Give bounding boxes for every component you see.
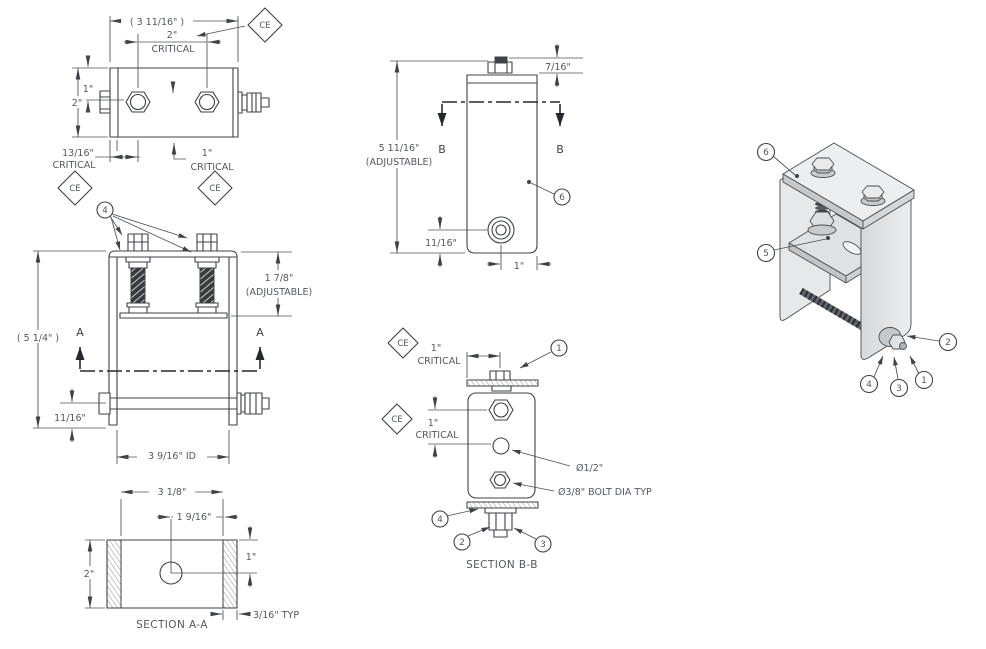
balloon-6-side: 6 [553, 188, 571, 206]
iso-rod-icon [799, 287, 868, 333]
dim-edge-to-bolt: 13/16" [62, 148, 94, 159]
ce-label: CE [209, 184, 220, 194]
dim-aa-top-to-hole: 1" [246, 552, 256, 563]
section-arrow-b-left: B [438, 143, 446, 156]
ce-flag-top: CE [247, 7, 283, 43]
front-view: 4 A A 1 7/8" (ADJUSTABLE) ( 5 1/4" ) 11/… [14, 201, 312, 464]
section-aa-view: 3 1/8" 1 9/16" 1" 2" 3/16" TYP SECTION A… [82, 485, 299, 631]
balloon-4-bb: 4 [431, 510, 449, 528]
dim-bb-edge-to-stud: 1" [431, 343, 441, 354]
ce-label: CE [391, 415, 402, 425]
bb-lower-hex-icon [489, 471, 511, 489]
svg-text:3: 3 [896, 384, 902, 394]
bolt-head-side-icon [99, 90, 111, 114]
svg-text:1: 1 [556, 344, 562, 354]
svg-text:6: 6 [559, 193, 565, 203]
isometric-view: 6 5 2 1 3 4 [756, 142, 958, 398]
stud-right-icon [194, 233, 220, 314]
ce-label: CE [69, 184, 80, 194]
dim-bb-nut-to-hole: 1" [428, 418, 438, 429]
dim-side-overall-note: (ADJUSTABLE) [366, 157, 432, 168]
bb-hex-nut-icon [488, 399, 514, 421]
bolt-stack-right-icon [237, 91, 270, 114]
dim-inner-width: 3 9/16" ID [148, 451, 196, 462]
dim-bolt-dia: Ø3/8" BOLT DIA TYP [558, 487, 652, 498]
balloon-3-bb: 3 [534, 535, 552, 553]
ce-flag-bottom-left: CE [57, 170, 93, 206]
dim-hole-to-bottom: 11/16" [425, 238, 457, 249]
section-bb-view: 1" CRITICAL CE 1 1" CRITICAL CE Ø1/2" Ø3… [381, 327, 652, 571]
dim-center-to-bolt-critical: CRITICAL [190, 162, 234, 173]
ce-label: CE [397, 339, 408, 349]
svg-text:2: 2 [459, 538, 465, 548]
dim-stud-height-note: (ADJUSTABLE) [246, 287, 312, 298]
svg-text:1: 1 [921, 376, 927, 386]
dim-hole-to-edge: 1" [514, 261, 524, 272]
dim-rod-to-bottom: 11/16" [54, 413, 86, 424]
bb-top-bolt-icon [489, 370, 511, 381]
section-arrow-a-right: A [256, 326, 264, 339]
dim-aa-width: 3 1/8" [158, 487, 187, 498]
ce-label: CE [259, 21, 270, 31]
svg-text:6: 6 [763, 148, 769, 158]
dim-hole-dia: Ø1/2" [576, 463, 603, 474]
iso-bolt-2-icon [860, 185, 886, 206]
ce-flag-bb-mid: CE [381, 403, 413, 435]
dim-side-overall-height: 5 11/16" [379, 143, 420, 154]
iso-nut-assembly-icon [878, 327, 907, 350]
dim-bb-nut-critical: CRITICAL [415, 430, 459, 441]
dim-bolt-height: 7/16" [545, 62, 571, 73]
svg-text:2: 2 [945, 338, 951, 348]
svg-text:4: 4 [866, 380, 872, 390]
balloon-4-iso: 4 [859, 374, 879, 394]
balloon-2-bb: 2 [453, 533, 471, 551]
iso-bolt-1-icon [810, 157, 836, 178]
balloon-2-iso: 2 [938, 332, 958, 352]
rod-icon [98, 392, 270, 415]
bolt-hex-right-icon [194, 91, 220, 113]
section-arrow-b-right: B [556, 143, 564, 156]
balloon-4: 4 [96, 201, 114, 219]
ce-flag-bottom-mid: CE [197, 170, 233, 206]
dim-bolt-spacing: 2" [167, 30, 177, 41]
svg-text:3: 3 [540, 540, 546, 550]
section-bb-title: SECTION B-B [466, 559, 538, 571]
dim-overall-height: ( 5 1/4" ) [17, 333, 59, 344]
balloon-5-iso: 5 [756, 243, 776, 263]
dim-aa-wall-thickness: 3/16" TYP [253, 610, 299, 621]
dim-stud-height: 1 7/8" [265, 273, 294, 284]
dim-bb-edge-critical: CRITICAL [417, 356, 461, 367]
dim-center-to-bolt: 1" [202, 148, 212, 159]
bb-hole-icon [492, 437, 510, 455]
balloon-1-iso: 1 [914, 370, 934, 390]
stud-left-icon [125, 233, 151, 314]
dim-aa-center-to-wall: 1 9/16" [177, 512, 212, 523]
dim-bolt-spacing-critical: CRITICAL [151, 44, 195, 55]
side-view: B B 5 11/16" (ADJUSTABLE) 7/16" 6 11/16"… [362, 44, 583, 272]
balloon-3-iso: 3 [889, 378, 909, 398]
dim-aa-height: 2" [84, 569, 94, 580]
dim-edge-to-bolt-critical: CRITICAL [52, 160, 96, 171]
dim-overall-width: ( 3 11/16" ) [130, 17, 184, 28]
top-bolt-icon [487, 56, 513, 74]
section-aa-title: SECTION A-A [136, 619, 208, 631]
svg-text:5: 5 [763, 249, 769, 259]
svg-text:4: 4 [102, 206, 108, 216]
svg-text:4: 4 [437, 515, 443, 525]
ce-flag-bb-top: CE [387, 327, 419, 359]
dim-top-to-bolt: 1" [83, 84, 93, 95]
balloon-1-bb: 1 [550, 339, 568, 357]
dim-height: 2" [72, 98, 82, 109]
bolt-hex-left-icon [125, 91, 151, 113]
top-view: ( 3 11/16" ) CE 2" CRITICAL 1" 2" 13/16"… [52, 7, 283, 206]
balloon-6-iso: 6 [756, 142, 776, 162]
section-arrow-a-left: A [76, 326, 84, 339]
side-hole-icon [487, 216, 515, 244]
